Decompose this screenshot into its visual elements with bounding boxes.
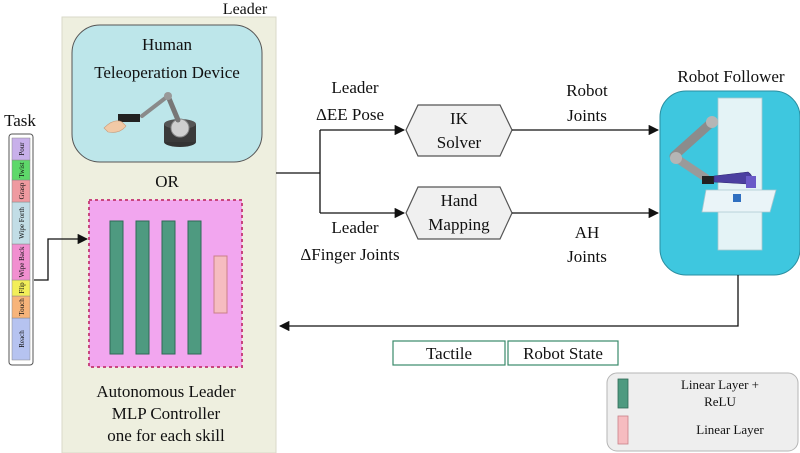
finger-joints-label-1: Leader xyxy=(331,218,379,237)
task-skill-list: Reach Touch Flip Wipe Back Wipe Forth Gr… xyxy=(11,137,31,361)
hand-mapping-label-2: Mapping xyxy=(428,215,490,234)
linear-relu-layer-1 xyxy=(109,220,124,355)
robot-follower-title: Robot Follower xyxy=(677,67,785,86)
task-title: Task xyxy=(4,111,36,130)
skill-pour-label: Pour xyxy=(18,142,26,156)
legend-linear-relu-label-2: ReLU xyxy=(704,394,736,409)
legend-box xyxy=(606,372,799,452)
tactile-label: Tactile xyxy=(426,344,472,363)
skill-grasp-label: Grasp xyxy=(18,182,26,199)
ee-pose-label-1: Leader xyxy=(331,78,379,97)
legend-linear-swatch xyxy=(617,415,629,445)
robot-joints-label-1: Robot xyxy=(566,81,608,100)
autonomous-label-1: Autonomous Leader xyxy=(96,382,236,401)
skill-wipe-back-label: Wipe Back xyxy=(18,246,26,278)
legend-linear-relu-label-1: Linear Layer + xyxy=(681,377,759,392)
skill-reach-label: Reach xyxy=(18,330,26,348)
ik-solver-node xyxy=(405,104,513,157)
ik-solver-label-1: IK xyxy=(450,109,469,128)
human-teleop-label-2: Teleoperation Device xyxy=(94,63,240,82)
teleoperation-device-illustration xyxy=(103,92,196,147)
skill-wipe-forth-label: Wipe Forth xyxy=(18,207,26,239)
autonomous-label-3: one for each skill xyxy=(107,426,225,445)
autonomous-label-2: MLP Controller xyxy=(112,404,221,423)
human-teleop-label-1: Human xyxy=(142,35,193,54)
finger-joints-label-2: ΔFinger Joints xyxy=(300,245,399,264)
robot-state-label: Robot State xyxy=(523,344,603,363)
skill-flip-label: Flip xyxy=(18,282,26,294)
skill-pour xyxy=(11,137,31,161)
linear-relu-layer-4 xyxy=(187,220,202,355)
linear-relu-layer-3 xyxy=(161,220,176,355)
task-to-mlp-arrow xyxy=(34,233,89,281)
tactile-badge xyxy=(392,340,506,366)
ee-pose-label-2: ΔEE Pose xyxy=(316,105,384,124)
robot-follower-illustration xyxy=(669,97,777,251)
ah-joints-label-2: Joints xyxy=(567,247,607,266)
robot-joints-label-2: Joints xyxy=(567,106,607,125)
skill-twist-label: Twist xyxy=(18,162,26,178)
linear-layer xyxy=(213,255,228,314)
legend-linear-relu-swatch xyxy=(617,378,629,409)
feedback-arrow xyxy=(278,275,739,332)
linear-relu-layer-2 xyxy=(135,220,150,355)
legend-linear-label: Linear Layer xyxy=(696,422,764,437)
ah-joints-label-1: AH xyxy=(575,223,600,242)
hand-mapping-node xyxy=(405,186,513,240)
hand-mapping-label-1: Hand xyxy=(441,191,478,210)
or-label: OR xyxy=(155,172,179,191)
robot-state-badge xyxy=(507,340,619,366)
skill-touch-label: Touch xyxy=(18,298,26,316)
leader-title: Leader xyxy=(223,1,268,18)
ik-solver-label-2: Solver xyxy=(437,133,482,152)
